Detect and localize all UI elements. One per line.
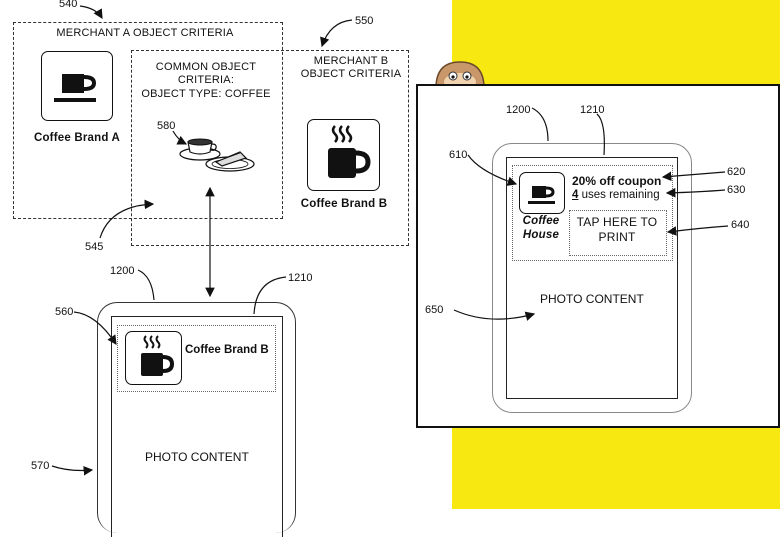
left-device-screen	[111, 316, 283, 537]
ref-1210-left: 1210	[288, 272, 313, 284]
merchant-b-title-line2: OBJECT CRITERIA	[300, 68, 402, 80]
coffee-brand-a-label: Coffee Brand A	[33, 132, 121, 144]
ref-560: 560	[55, 306, 74, 318]
merchant-a-title: MERCHANT A OBJECT CRITERIA	[56, 27, 234, 39]
ref-620: 620	[727, 166, 746, 178]
coffee-brand-b-label: Coffee Brand B	[300, 198, 388, 210]
mascot-icon	[434, 60, 486, 91]
coffee-cup-icon	[519, 172, 565, 214]
ref-1200-right: 1200	[506, 104, 531, 116]
ref-1200-left: 1200	[110, 265, 135, 277]
left-banner-box[interactable]	[117, 325, 276, 392]
right-photo-content: PHOTO CONTENT	[540, 292, 644, 306]
right-panel	[416, 84, 780, 428]
ref-640: 640	[731, 219, 750, 231]
ref-550: 550	[355, 15, 374, 27]
ref-1210-right: 1210	[580, 104, 605, 116]
leader-lines	[51, 5, 729, 476]
right-device-outer-frame	[492, 143, 692, 413]
ref-630: 630	[727, 184, 746, 196]
tap-to-print-line1: TAP HERE TO	[576, 215, 658, 229]
ref-580: 580	[157, 120, 176, 132]
left-device-outer-frame	[97, 302, 296, 533]
merchant-b-criteria-box	[131, 50, 409, 246]
ref-545: 545	[85, 241, 104, 253]
ref-650: 650	[425, 304, 444, 316]
ref-570: 570	[31, 460, 50, 472]
tap-to-print-line2: PRINT	[598, 230, 636, 244]
ref-610: 610	[449, 149, 468, 161]
common-criteria-line3: OBJECT TYPE: COFFEE	[141, 88, 271, 100]
right-banner-box	[512, 165, 673, 261]
steaming-mug-icon	[125, 331, 182, 385]
uses-remaining: 4 uses remaining	[572, 189, 660, 201]
common-criteria-line1: COMMON OBJECT	[155, 61, 257, 73]
coffee-house-line1: Coffee	[522, 215, 560, 227]
uses-count: 4	[572, 189, 579, 201]
merchant-a-criteria-box	[13, 22, 283, 219]
right-device-screen	[506, 157, 678, 399]
coupon-title: 20% off coupon	[572, 174, 662, 188]
left-banner-brand-label: Coffee Brand B	[185, 344, 269, 356]
left-photo-content: PHOTO CONTENT	[145, 450, 249, 464]
uses-text: uses remaining	[578, 189, 660, 201]
common-criteria-line2: CRITERIA:	[177, 74, 235, 86]
ref-540: 540	[59, 0, 78, 10]
coffee-house-line2: House	[522, 229, 560, 241]
coffee-and-cake-icon	[176, 134, 256, 174]
steaming-mug-icon	[307, 119, 380, 191]
merchant-b-title-line1: MERCHANT B	[313, 55, 389, 67]
tap-to-print-button[interactable]	[569, 210, 667, 256]
coffee-cup-icon	[41, 51, 113, 121]
